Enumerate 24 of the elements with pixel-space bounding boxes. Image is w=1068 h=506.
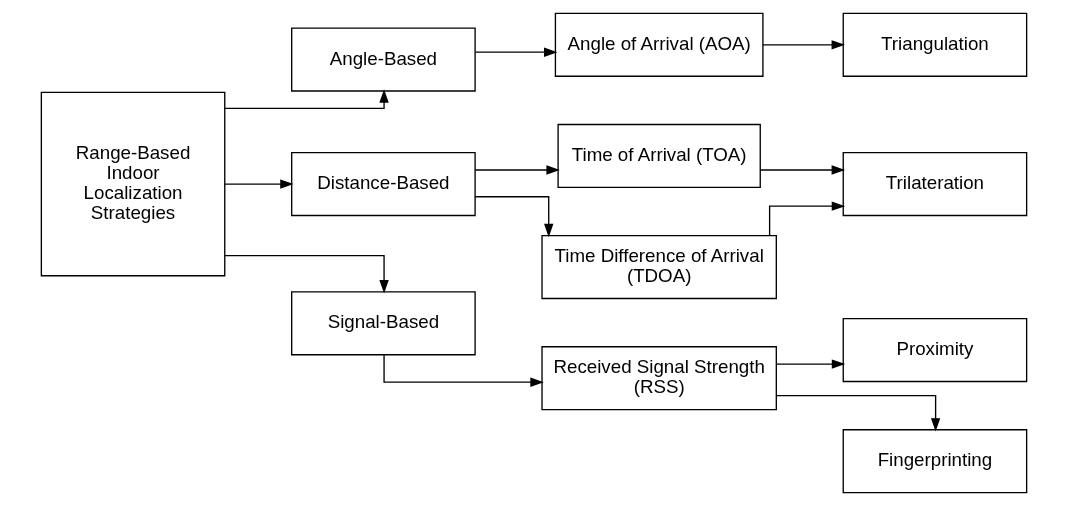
arrow bbox=[474, 47, 558, 57]
arrow bbox=[759, 165, 845, 175]
node-box: Distance-Based bbox=[291, 151, 476, 217]
node-box: Signal-Based bbox=[291, 291, 476, 356]
arrow bbox=[474, 165, 560, 175]
arrow bbox=[768, 201, 846, 237]
arrow bbox=[383, 354, 544, 387]
arrow bbox=[775, 359, 846, 369]
arrow bbox=[224, 89, 389, 110]
node-box: Trilateration bbox=[842, 151, 1028, 217]
arrow bbox=[224, 255, 389, 294]
node-box: Range-Based Indoor Localization Strategies bbox=[40, 91, 226, 277]
node-box: Time of Arrival (TOA) bbox=[557, 123, 761, 189]
arrow bbox=[224, 179, 294, 189]
node-box: Received Signal Strength (RSS) bbox=[541, 346, 777, 411]
node-box: Proximity bbox=[842, 317, 1028, 383]
node-box: Time Difference of Arrival (TDOA) bbox=[541, 234, 777, 300]
node-box: Angle-Based bbox=[291, 27, 476, 92]
node-box: Fingerprinting bbox=[842, 429, 1028, 494]
node-box: Triangulation bbox=[842, 12, 1028, 77]
arrow bbox=[474, 196, 554, 238]
node-box: Angle of Arrival (AOA) bbox=[554, 12, 764, 77]
arrow bbox=[775, 394, 941, 432]
arrow bbox=[762, 40, 845, 50]
